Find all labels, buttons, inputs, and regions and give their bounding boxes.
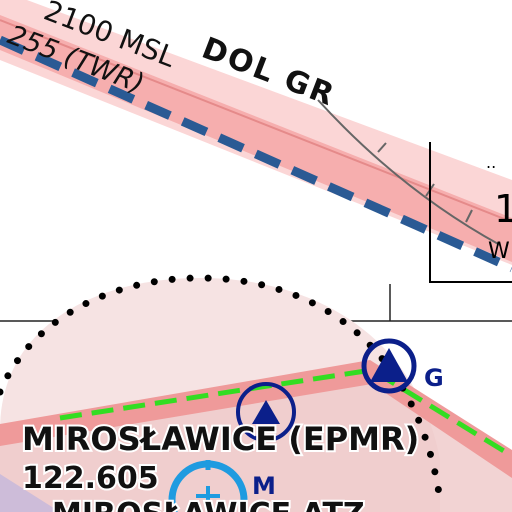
point-marker-2[interactable] [236,382,296,442]
airport-frequency: 122.605 [22,461,159,496]
airspace-band-dark [0,15,512,262]
cut-letter: W [488,239,510,264]
arc-tick-3 [465,209,473,223]
cut-dots: .. [486,153,496,172]
vrp-g-label: G [424,364,444,392]
approach-arc [317,99,501,246]
atz-dotted-boundary [0,274,444,504]
label-frame [429,142,512,283]
point-ring [236,382,296,442]
lilac-area [0,474,60,512]
cut-number: 1 [494,187,512,231]
arc-tick-1 [377,142,387,153]
vrp-g-ring [361,338,417,394]
vrp-triangle-icon [370,348,408,382]
boundary-green-dashed [59,367,512,459]
airspace-boundary-dashed [0,35,512,273]
vor-cross-icon [196,486,220,512]
atz-partial-label: MIROSŁAWICE ATZ [52,497,365,512]
airport-name: MIROSŁAWICE (EPMR) [22,420,419,458]
vor-m-marker[interactable] [168,460,248,512]
heliport-triangle-icon [252,400,280,424]
vrp-g-marker[interactable] [361,338,417,394]
vor-m-label: M [252,472,276,500]
boundary-line-red [0,19,512,223]
